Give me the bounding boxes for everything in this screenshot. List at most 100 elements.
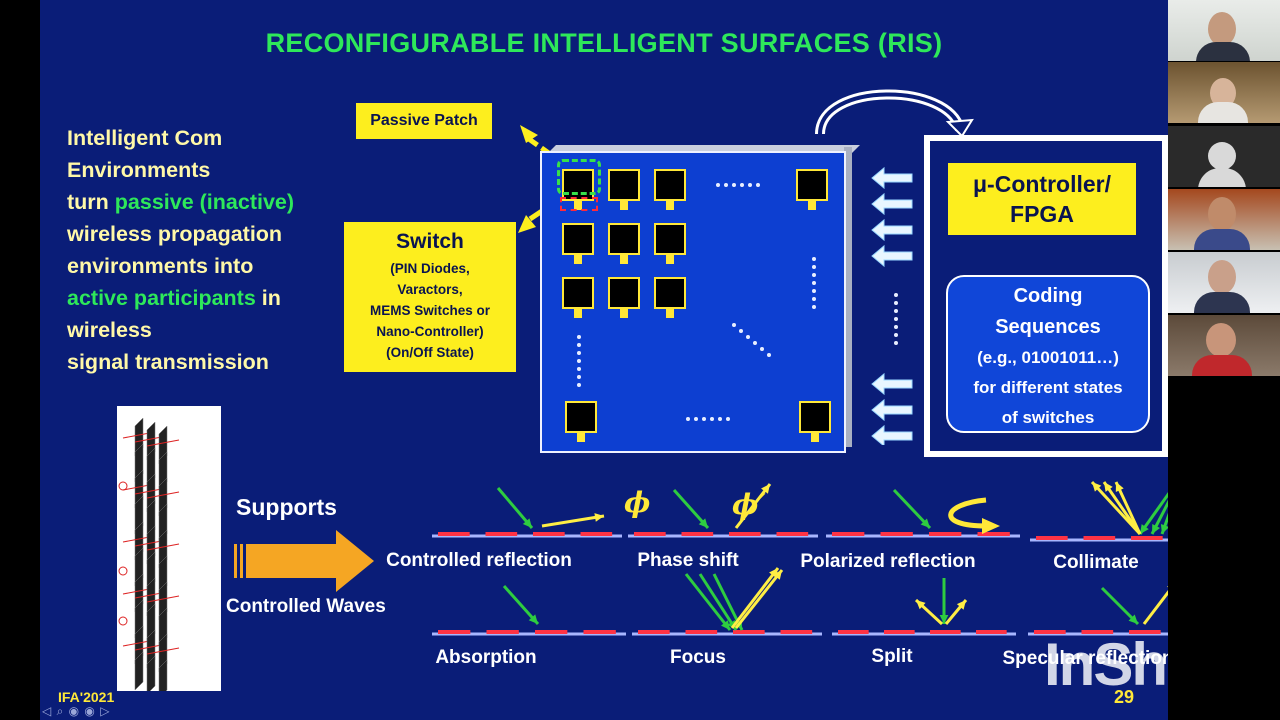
phi-symbol: ϕ — [624, 486, 651, 519]
highlight-text: passive (inactive) — [114, 190, 295, 214]
ellipsis-dot — [577, 343, 581, 347]
switch-details: (PIN Diodes, Varactors, MEMS Switches or Na… — [344, 258, 516, 363]
control-signal-arrows — [871, 166, 913, 445]
highlight-switch — [560, 197, 598, 211]
switch-element — [620, 308, 628, 318]
switch-element — [666, 200, 674, 210]
switch-box: Switch (PIN Diodes, Varactors, MEMS Switch… — [344, 222, 516, 372]
text-segment: Environments — [67, 158, 211, 182]
ris-board — [540, 145, 860, 455]
coding-line: for different states — [973, 378, 1123, 397]
ellipsis-dot — [812, 305, 816, 309]
switch-element — [620, 254, 628, 264]
ellipsis-dot — [716, 183, 720, 187]
text-segment: Intelligent Com — [67, 126, 223, 150]
switch-detail-line: Varactors, — [397, 282, 463, 297]
passive-patch — [796, 169, 828, 201]
switch-detail-line: (PIN Diodes, — [390, 261, 470, 276]
intro-line: environments into — [67, 250, 357, 282]
ellipsis-dot — [724, 183, 728, 187]
passive-patch — [562, 223, 594, 255]
nav-arrows-icon[interactable]: ◁ ⌕ ◉ ◉ ▷ — [42, 704, 111, 718]
ellipsis-dot — [710, 417, 714, 421]
passive-patch — [608, 169, 640, 201]
participant-tile[interactable] — [1168, 62, 1280, 123]
switch-element — [808, 200, 816, 210]
label-polarized-reflection: Polarized reflection — [800, 551, 976, 572]
highlight-text: active participants — [67, 286, 256, 310]
inshot-watermark: InShOt — [1044, 631, 1168, 698]
ellipsis-dot — [577, 351, 581, 355]
participant-tile[interactable] — [1168, 252, 1280, 313]
intro-line: active participants in — [67, 282, 357, 314]
intro-line: wireless propagation — [67, 218, 357, 250]
switch-element — [574, 200, 582, 210]
text-segment: in — [255, 286, 281, 310]
switch-title: Switch — [396, 230, 464, 253]
coding-line: Sequences — [995, 316, 1101, 338]
page-number: 29 — [1114, 687, 1135, 707]
switch-detail-line: (On/Off State) — [386, 345, 474, 360]
function-diagrams — [432, 480, 1168, 636]
presentation-slide: RECONFIGURABLE INTELLIGENT SURFACES (RIS… — [40, 0, 1168, 720]
controlled-waves-label: Controlled Waves — [226, 596, 386, 617]
label-specular-reflection: Specular reflection — [1002, 648, 1168, 669]
switch-element — [577, 432, 585, 442]
text-segment: wireless — [67, 318, 152, 342]
ellipsis-dot — [726, 417, 730, 421]
passive-patch — [565, 401, 597, 433]
intro-line: wireless — [67, 314, 357, 346]
intro-line: turn passive (inactive) — [67, 186, 357, 218]
switch-detail-line: Nano-Controller) — [376, 324, 484, 339]
ellipsis-dot — [756, 183, 760, 187]
metasurface-image — [117, 406, 221, 699]
switch-detail-line: MEMS Switches or — [369, 303, 491, 318]
coding-line: Coding — [1013, 285, 1083, 307]
label-absorption: Absorption — [435, 647, 537, 668]
text-segment: turn — [67, 190, 115, 214]
supports-arrow — [234, 530, 374, 592]
ellipsis-dot — [812, 265, 816, 269]
label-controlled-reflection: Controlled reflection — [386, 550, 572, 571]
highlight-patch — [557, 159, 601, 195]
ellipsis-dot — [739, 329, 743, 333]
passive-patch — [608, 277, 640, 309]
switch-element — [666, 308, 674, 318]
ellipsis-dot — [812, 289, 816, 293]
passive-patch — [654, 169, 686, 201]
intro-line: Environments — [67, 154, 357, 186]
text-segment: wireless propagation — [67, 222, 283, 246]
ellipsis-dot — [702, 417, 706, 421]
supports-label: Supports — [236, 494, 337, 520]
ellipsis-dot — [732, 183, 736, 187]
text-segment: environments into — [67, 254, 254, 278]
coding-line: of switches — [1001, 408, 1095, 427]
participant-video-strip — [1168, 0, 1280, 720]
coding-line: (e.g., 01001011…) — [977, 348, 1119, 367]
intro-line: signal transmission — [67, 346, 357, 378]
switch-element — [574, 254, 582, 264]
ellipsis-dot — [753, 341, 757, 345]
switch-element — [574, 308, 582, 318]
switch-element — [666, 254, 674, 264]
ellipsis-dot — [812, 273, 816, 277]
ellipsis-dot — [746, 335, 750, 339]
ellipsis-dot — [812, 297, 816, 301]
footer-event: IFA'2021 — [58, 689, 115, 705]
passive-patch-label: Passive Patch — [356, 103, 492, 139]
participant-tile[interactable] — [1168, 0, 1280, 61]
participant-tile[interactable] — [1168, 126, 1280, 187]
intro-text: Intelligent Com Environments turn passive… — [67, 122, 357, 378]
ellipsis-dot — [748, 183, 752, 187]
participant-tile[interactable] — [1168, 315, 1280, 376]
intro-line: Intelligent Com — [67, 122, 357, 154]
feedback-arrow — [815, 89, 974, 138]
participant-tile[interactable] — [1168, 189, 1280, 250]
passive-patch — [799, 401, 831, 433]
slide-title: RECONFIGURABLE INTELLIGENT SURFACES (RIS… — [265, 28, 943, 58]
ellipsis-dot — [686, 417, 690, 421]
passive-patch — [654, 223, 686, 255]
label-collimate: Collimate — [1053, 552, 1139, 573]
switch-element — [620, 200, 628, 210]
